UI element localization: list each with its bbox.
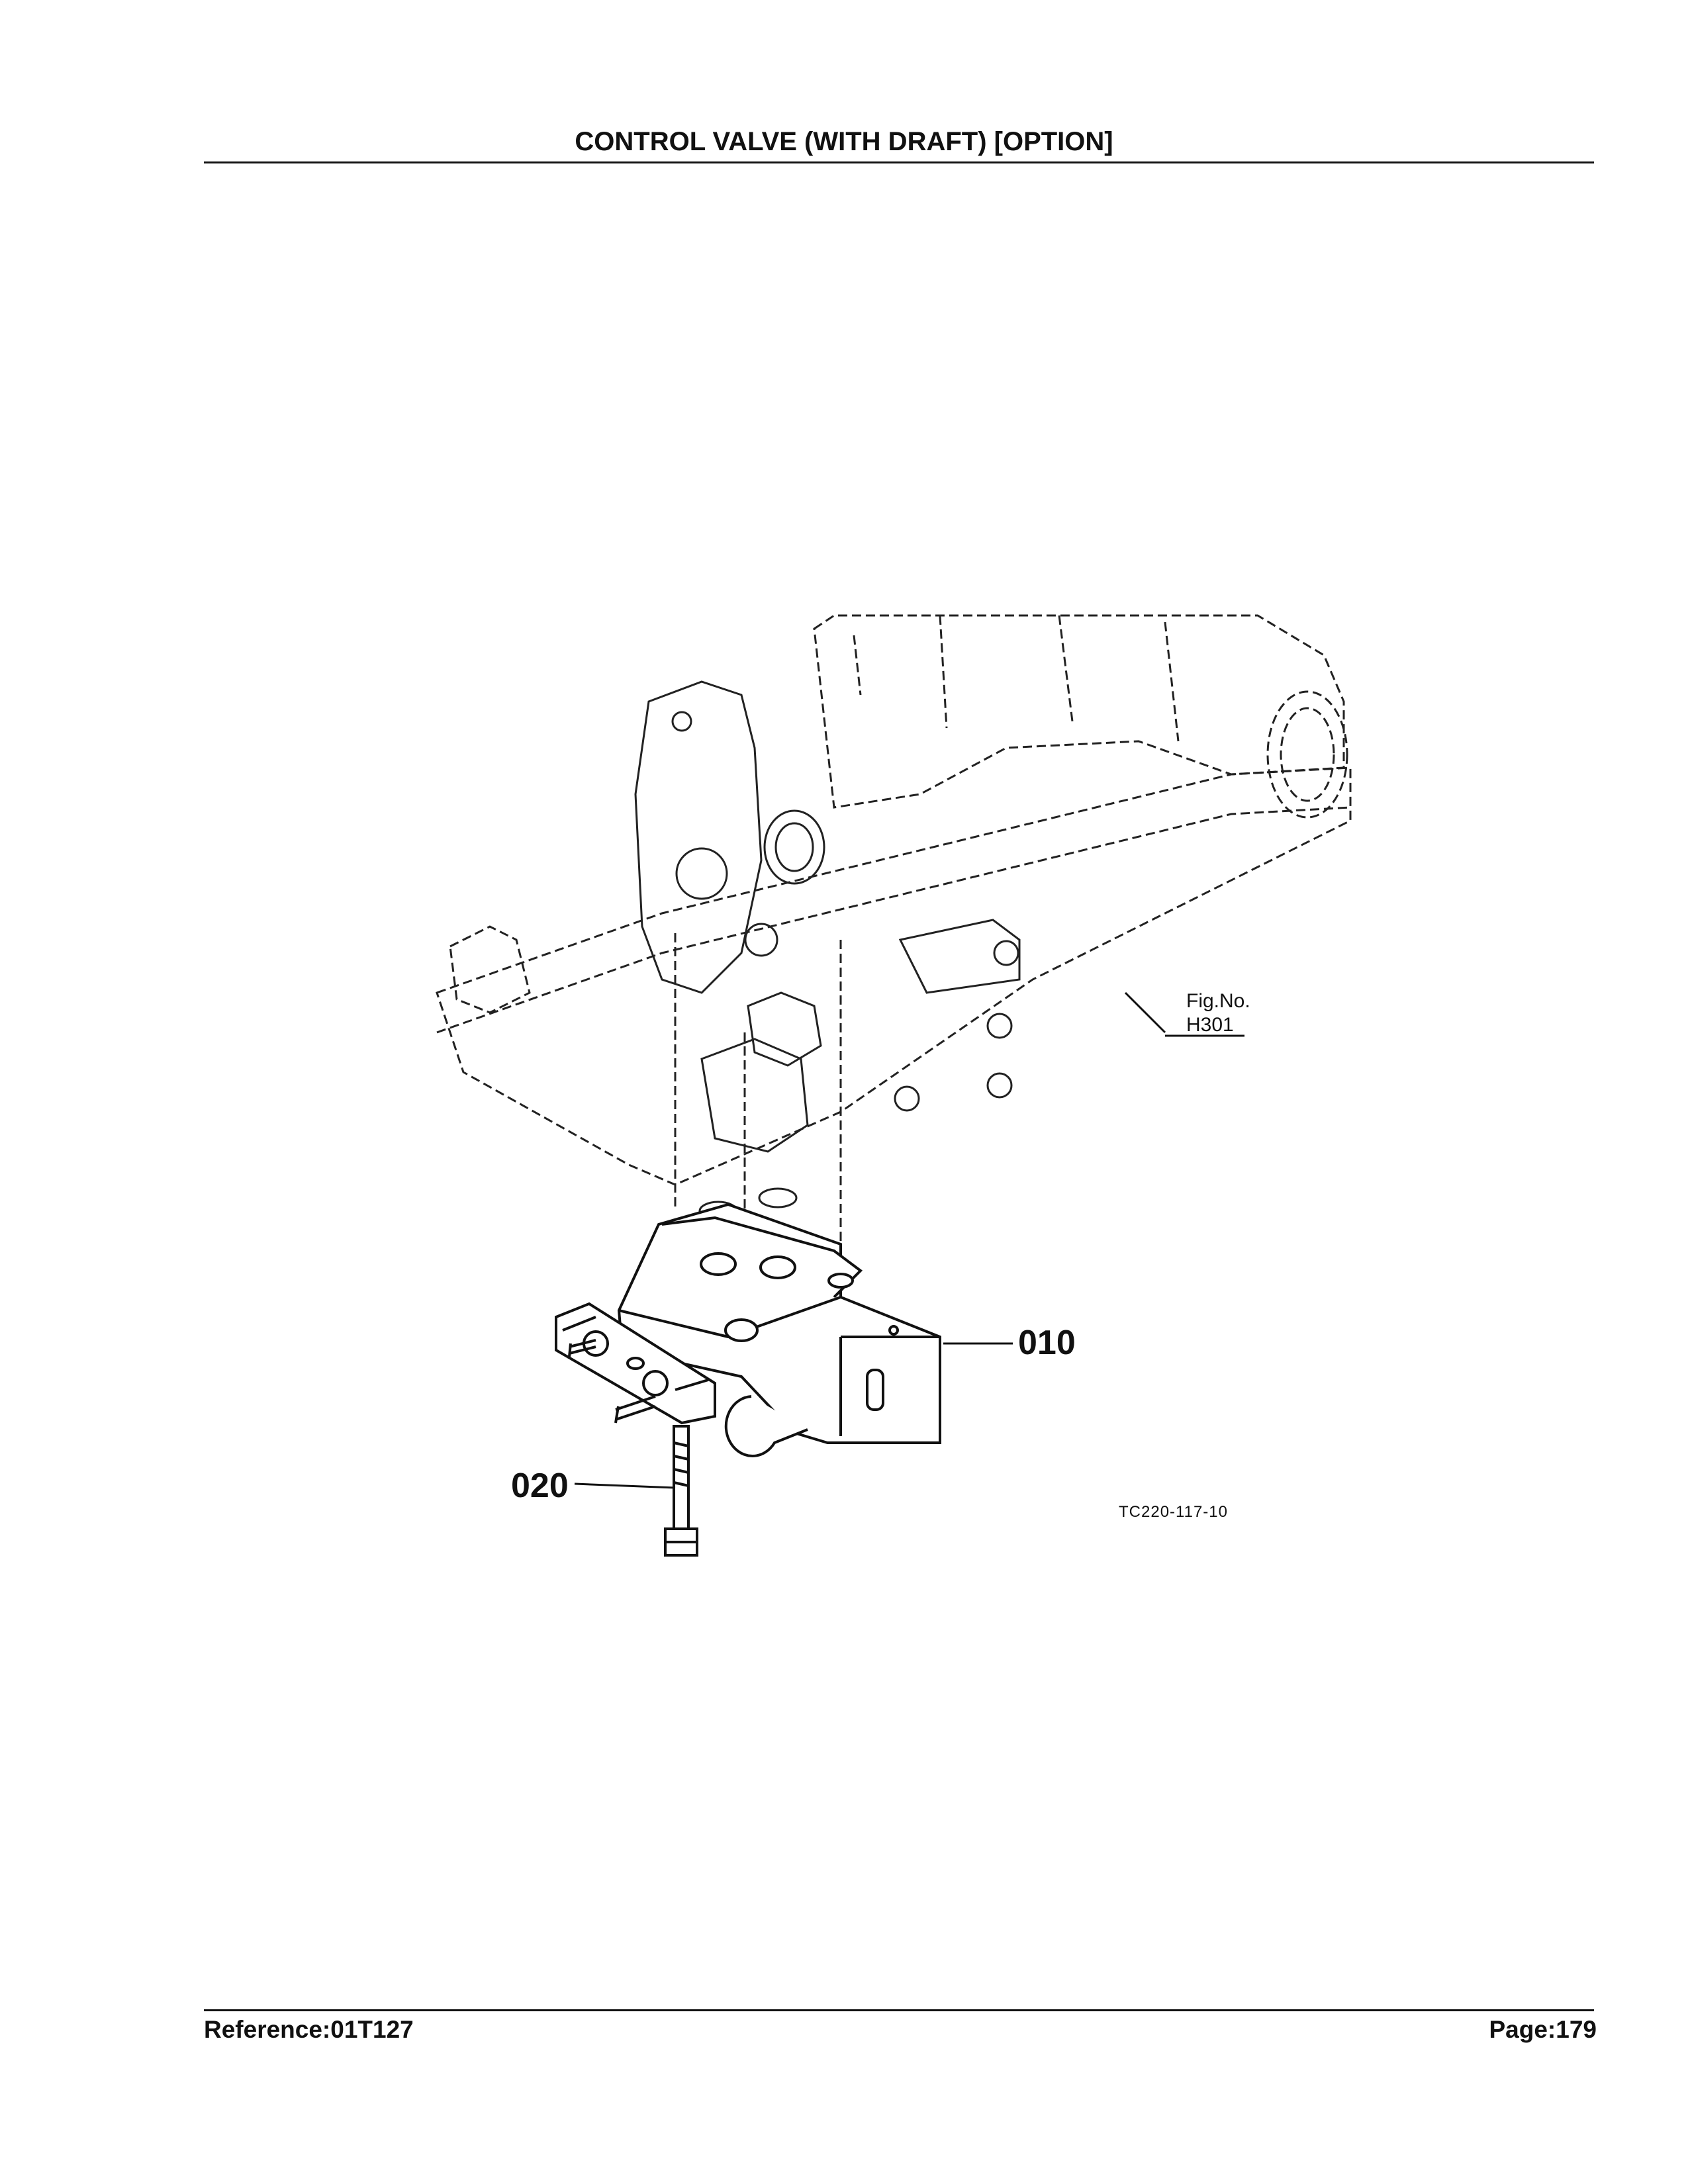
callout-020: 020 (511, 1467, 569, 1505)
page-number: Page:179 (1489, 2016, 1597, 2043)
leader-lines (574, 991, 1244, 1489)
header-rule (204, 161, 1594, 163)
fig-ref-number: H301 (1186, 1014, 1234, 1036)
control-valve-body (617, 1203, 941, 1457)
drawing-code: TC220-117-10 (1119, 1503, 1228, 1521)
adjuster-screws (568, 1339, 656, 1424)
housing-port-body (634, 680, 1021, 1153)
fig-ref-label: Fig.No. (1186, 990, 1250, 1012)
callout-010: 010 (1018, 1324, 1076, 1362)
footer-rule (204, 2009, 1594, 2011)
page-title: CONTROL VALVE (WITH DRAFT) [OPTION] (575, 127, 1113, 156)
adjuster-bracket (555, 1302, 716, 1425)
bolt-part (664, 1425, 698, 1557)
hydraulic-housing-outline (436, 614, 1352, 1317)
reference-label: Reference:01T127 (204, 2016, 414, 2043)
